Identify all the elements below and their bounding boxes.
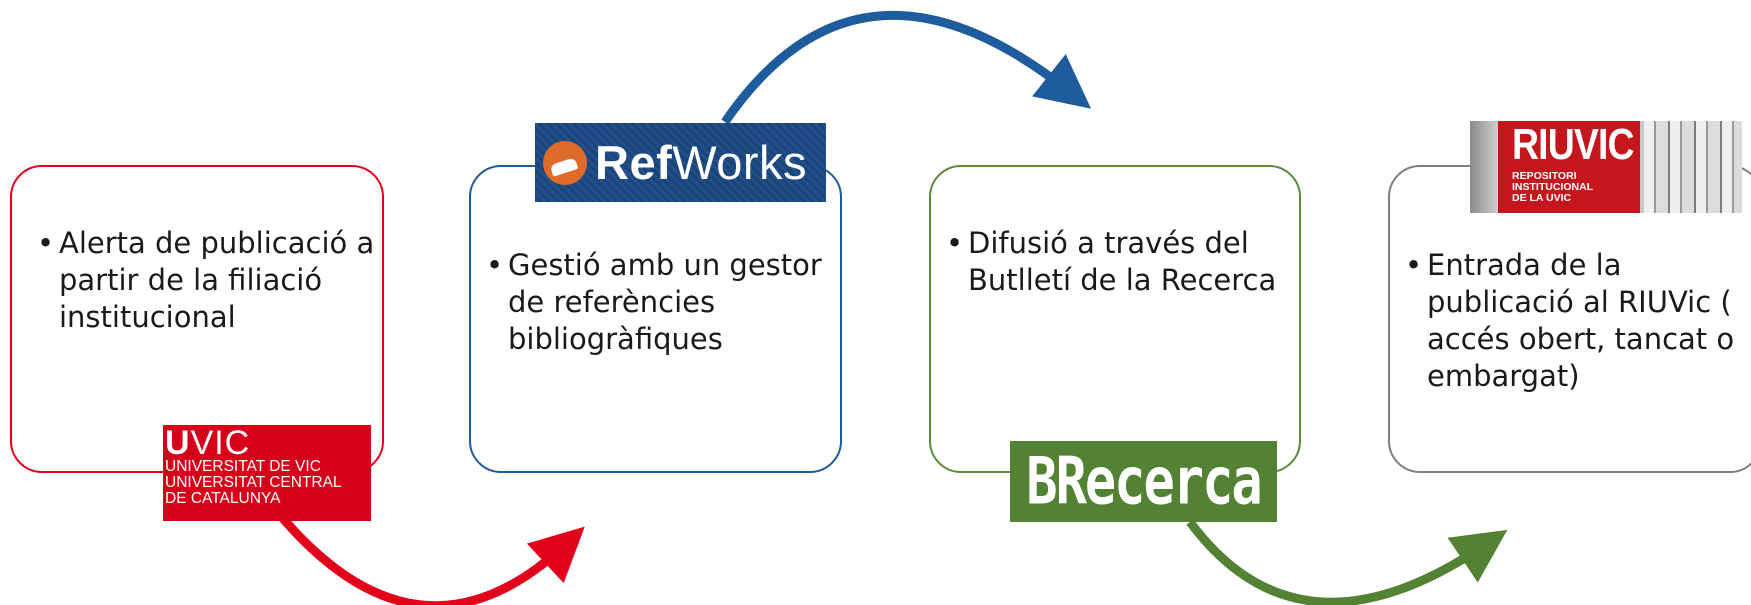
- arrow-green: [1186, 519, 1508, 605]
- step-card-management: Gestió amb un gestor de referències bibl…: [469, 165, 842, 473]
- refworks-mark-icon: [543, 140, 587, 185]
- uvic-logo-vic: VIC: [190, 425, 251, 462]
- uvic-logo-line4: DE CATALUNYA: [165, 490, 281, 507]
- step-text-dissemination: Difusió a través del Butlletí de la Rece…: [944, 225, 1299, 299]
- refworks-logo-ref: Ref: [595, 136, 673, 189]
- riuvic-logo-line1: REPOSITORI: [1512, 170, 1577, 182]
- arrow-red: [276, 512, 585, 605]
- step-card-repository: Entrada de la publicació al RIUVic ( acc…: [1388, 165, 1751, 473]
- uvic-logo: UVIC UNIVERSITAT DE VIC UNIVERSITAT CENT…: [163, 425, 371, 521]
- step-card-dissemination: Difusió a través del Butlletí de la Rece…: [929, 165, 1301, 473]
- arrow-blue: [721, 10, 1092, 125]
- riuvic-logo-line3: DE LA UVIC: [1512, 192, 1572, 204]
- riuvic-logo-line2: INSTITUCIONAL: [1512, 181, 1594, 193]
- refworks-logo: RefWorks: [535, 123, 826, 202]
- uvic-logo-line3: UNIVERSITAT CENTRAL: [165, 474, 342, 491]
- riuvic-logo-title: RIUVIC: [1512, 121, 1635, 169]
- step-card-alert: Alerta de publicació a partir de la fili…: [10, 165, 384, 473]
- uvic-logo-line2: UNIVERSITAT DE VIC: [165, 458, 321, 475]
- riuvic-logo: RIUVIC REPOSITORI INSTITUCIONAL DE LA UV…: [1470, 121, 1742, 213]
- books-image: [1644, 121, 1742, 213]
- step-text-management: Gestió amb un gestor de referències bibl…: [484, 247, 840, 358]
- refworks-logo-works: Works: [672, 136, 808, 189]
- step-text-repository: Entrada de la publicació al RIUVic ( acc…: [1403, 247, 1751, 395]
- brecerca-logo-text: BRecerca: [1026, 444, 1262, 519]
- step-text-alert: Alerta de publicació a partir de la fili…: [35, 225, 382, 336]
- brecerca-logo: BRecerca: [1010, 441, 1277, 522]
- uvic-logo-u: U: [165, 425, 191, 462]
